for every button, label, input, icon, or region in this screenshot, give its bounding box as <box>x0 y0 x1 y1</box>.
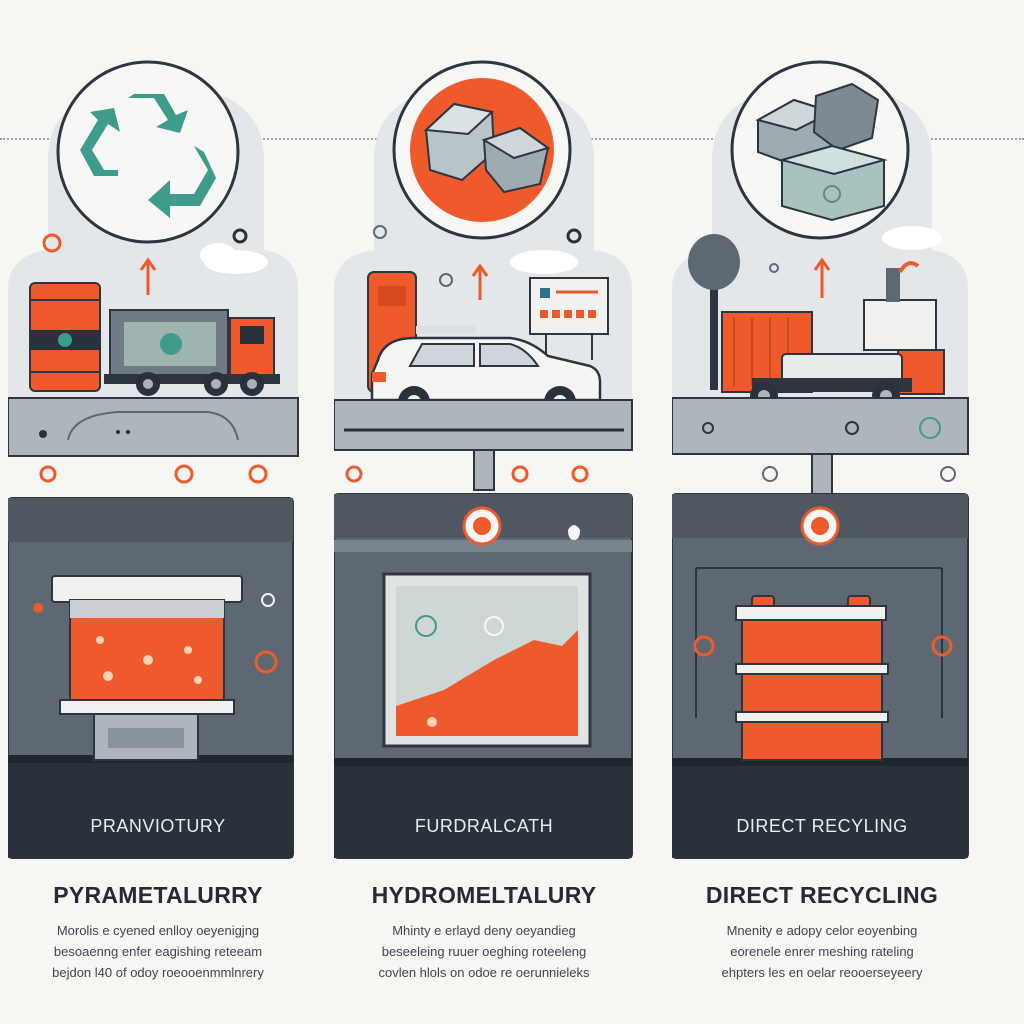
panel-label: DIRECT RECYLING <box>736 816 908 836</box>
column-direct-recycling: DIRECT RECYLING DIRECT RECYCLING Mnenity… <box>672 0 972 1024</box>
description-line: besoaenng enfer eagishing reteeam <box>53 944 263 959</box>
leaching-tank-icon <box>382 572 592 748</box>
barrel-icon <box>29 282 101 392</box>
process-title: HYDROMELTALURY <box>371 882 597 908</box>
furnace-icon <box>51 575 243 761</box>
description-line: covlen hlols on odoe re oerunnieleks <box>378 965 590 980</box>
direct-recycling-illustration <box>672 60 969 859</box>
column-hydrometallurgy: FURDRALCATH HYDROMELTALURY Mhinty e erla… <box>334 0 634 1024</box>
pyrometallurgy-illustration <box>8 60 299 859</box>
process-title: DIRECT RECYCLING <box>705 882 939 908</box>
description-line: beseeleing ruuer oeghing roteeleng <box>381 944 587 959</box>
description-line: eorenele enrer meshing rateling <box>730 944 914 959</box>
process-description: Mhinty e erlayd deny oeyandieg beseelein… <box>334 920 634 983</box>
battery-module-icon <box>735 595 889 761</box>
column-pyrometallurgy: PRANVIOTURY PYRAMETALURRY Morolis e cyen… <box>8 0 308 1024</box>
hydrometallurgy-illustration <box>334 60 633 859</box>
description-line: ehpters les en oelar reooerseyeery <box>721 965 923 980</box>
description-line: bejdon l40 of odoy roeooenmmlnrery <box>52 965 264 980</box>
process-description: Morolis e cyened enlloy oeyenigjng besoa… <box>8 920 308 983</box>
process-description: Mnenity e adopy celor eoyenbing eorenele… <box>672 920 972 983</box>
panel-label: PRANVIOTURY <box>90 816 226 836</box>
description-line: Mhinty e erlayd deny oeyandieg <box>392 923 576 938</box>
recycle-icon <box>56 60 240 244</box>
recycling-truck-icon <box>104 309 280 396</box>
crystal-cubes-icon <box>392 60 572 240</box>
billboard-icon <box>529 277 609 360</box>
panel-label: FURDRALCATH <box>414 816 554 836</box>
description-line: Mnenity e adopy celor eoyenbing <box>726 923 918 938</box>
description-line: Morolis e cyened enlloy oeyenigjng <box>56 923 260 938</box>
battery-cells-icon <box>730 60 910 240</box>
process-title: PYRAMETALURRY <box>53 882 263 908</box>
